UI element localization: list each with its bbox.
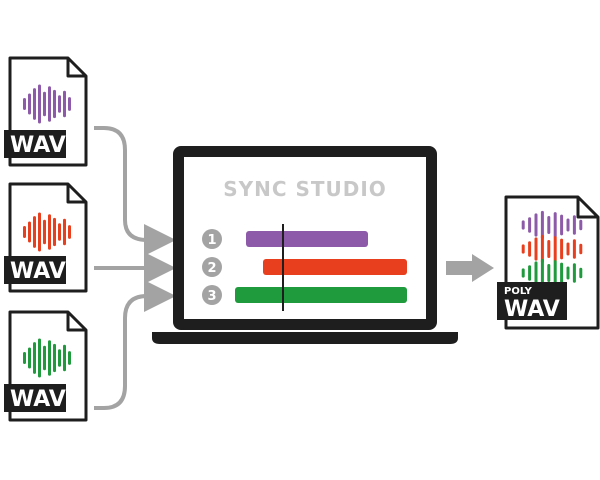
output-file: POLY WAV — [497, 195, 600, 330]
input-wav-label-3: WAV — [10, 387, 66, 412]
input-file-2: WAV — [4, 182, 88, 293]
track-bar-3 — [235, 287, 407, 303]
track-number-badge-1 — [202, 229, 222, 249]
track-bar-1 — [246, 231, 368, 247]
track-bar-2 — [263, 259, 407, 275]
waveform-icon — [23, 84, 71, 124]
output-poly-label: POLY — [504, 286, 533, 297]
laptop-base — [152, 332, 458, 344]
waveform-icon — [23, 212, 71, 252]
wav-tag — [4, 130, 66, 158]
input-wav-label-1: WAV — [10, 133, 66, 158]
input-wav-label-2: WAV — [10, 259, 66, 284]
arrow-output — [446, 254, 494, 282]
waveform-icon — [521, 234, 583, 264]
track-number-badge-3 — [202, 285, 222, 305]
wav-tag — [4, 384, 66, 412]
waveform-icon — [23, 338, 71, 378]
wav-tag — [4, 256, 66, 284]
waveform-icon — [521, 258, 583, 288]
poly-wav-tag — [497, 282, 567, 320]
input-file-3: WAV — [4, 310, 88, 422]
track-number-2: 2 — [207, 261, 216, 276]
track-number-1: 1 — [207, 233, 216, 248]
app-title: SYNC STUDIO — [223, 177, 387, 201]
track-number-3: 3 — [207, 289, 216, 304]
input-file-1: WAV — [4, 56, 88, 167]
track-number-badge-2 — [202, 257, 222, 277]
arrow-input-1 — [94, 126, 176, 256]
laptop: SYNC STUDIO 1 2 3 — [152, 146, 458, 344]
waveform-icon — [521, 210, 583, 240]
output-wav-label: WAV — [504, 297, 560, 322]
arrow-input-3 — [94, 280, 176, 410]
